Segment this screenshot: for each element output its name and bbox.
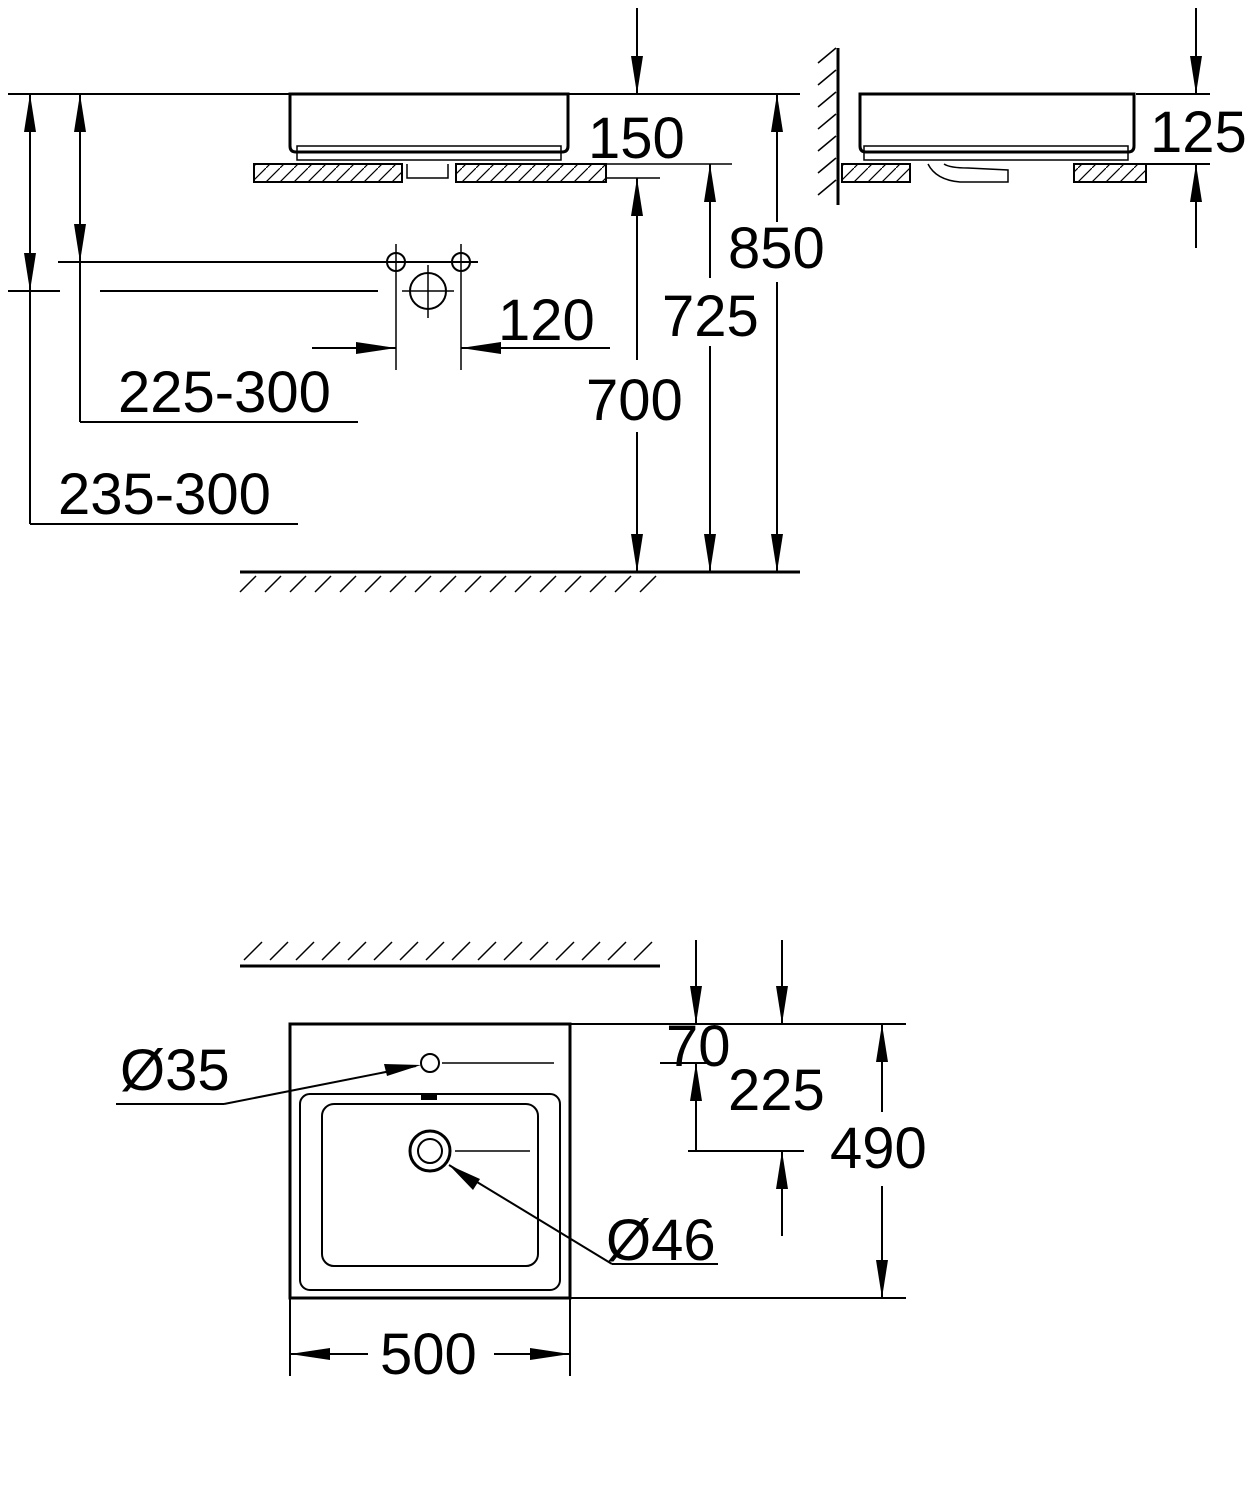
tap-hole bbox=[420, 1053, 440, 1073]
countertop-right-section bbox=[455, 163, 607, 183]
dim-label-725: 725 bbox=[662, 284, 759, 349]
drain-symbol bbox=[408, 1129, 452, 1173]
drain-outlet bbox=[406, 164, 449, 179]
wall-line bbox=[817, 47, 840, 205]
dim-label-125: 125 bbox=[1150, 100, 1247, 165]
basin-side-outline bbox=[858, 92, 1136, 154]
countertop-side-left bbox=[841, 163, 911, 183]
dim-label-150: 150 bbox=[588, 106, 685, 171]
dim-label-225: 225 bbox=[728, 1058, 825, 1123]
basin-front-outline bbox=[288, 92, 570, 154]
dim-label-225-300: 225-300 bbox=[118, 360, 331, 425]
countertop-left-section bbox=[253, 163, 403, 183]
basin-side-foot bbox=[863, 145, 1129, 161]
dim-label-500: 500 bbox=[380, 1322, 477, 1387]
dim-label-700: 700 bbox=[586, 368, 683, 433]
plan-view: Ø35 70 225 490 Ø46 500 bbox=[116, 940, 927, 1387]
dim-label-120: 120 bbox=[498, 288, 595, 353]
dim-label-490: 490 bbox=[830, 1116, 927, 1181]
basin-bowl-inner bbox=[321, 1103, 539, 1267]
dim-label-d46: Ø46 bbox=[606, 1208, 716, 1273]
overflow-slot bbox=[421, 1094, 437, 1100]
front-elevation-view: 150 850 725 700 120 225-300 235-300 bbox=[8, 8, 825, 593]
dim-label-235-300: 235-300 bbox=[58, 462, 271, 527]
floor-line bbox=[239, 570, 800, 593]
basin-foot bbox=[296, 145, 562, 161]
tap-hole-right bbox=[449, 244, 473, 370]
basin-bowl-outer bbox=[299, 1093, 561, 1291]
drain-side-outlet bbox=[927, 163, 1009, 183]
waste-outlet-symbol bbox=[402, 265, 454, 318]
tap-hole-left bbox=[384, 244, 408, 370]
dim-label-850: 850 bbox=[728, 216, 825, 281]
plan-wall-line bbox=[240, 941, 660, 968]
countertop-side-right bbox=[1073, 163, 1147, 183]
basin-top-outline bbox=[288, 1022, 572, 1300]
dim-label-70: 70 bbox=[666, 1014, 731, 1079]
dim-label-d35: Ø35 bbox=[120, 1038, 230, 1103]
side-elevation-view: 125 bbox=[817, 8, 1247, 248]
